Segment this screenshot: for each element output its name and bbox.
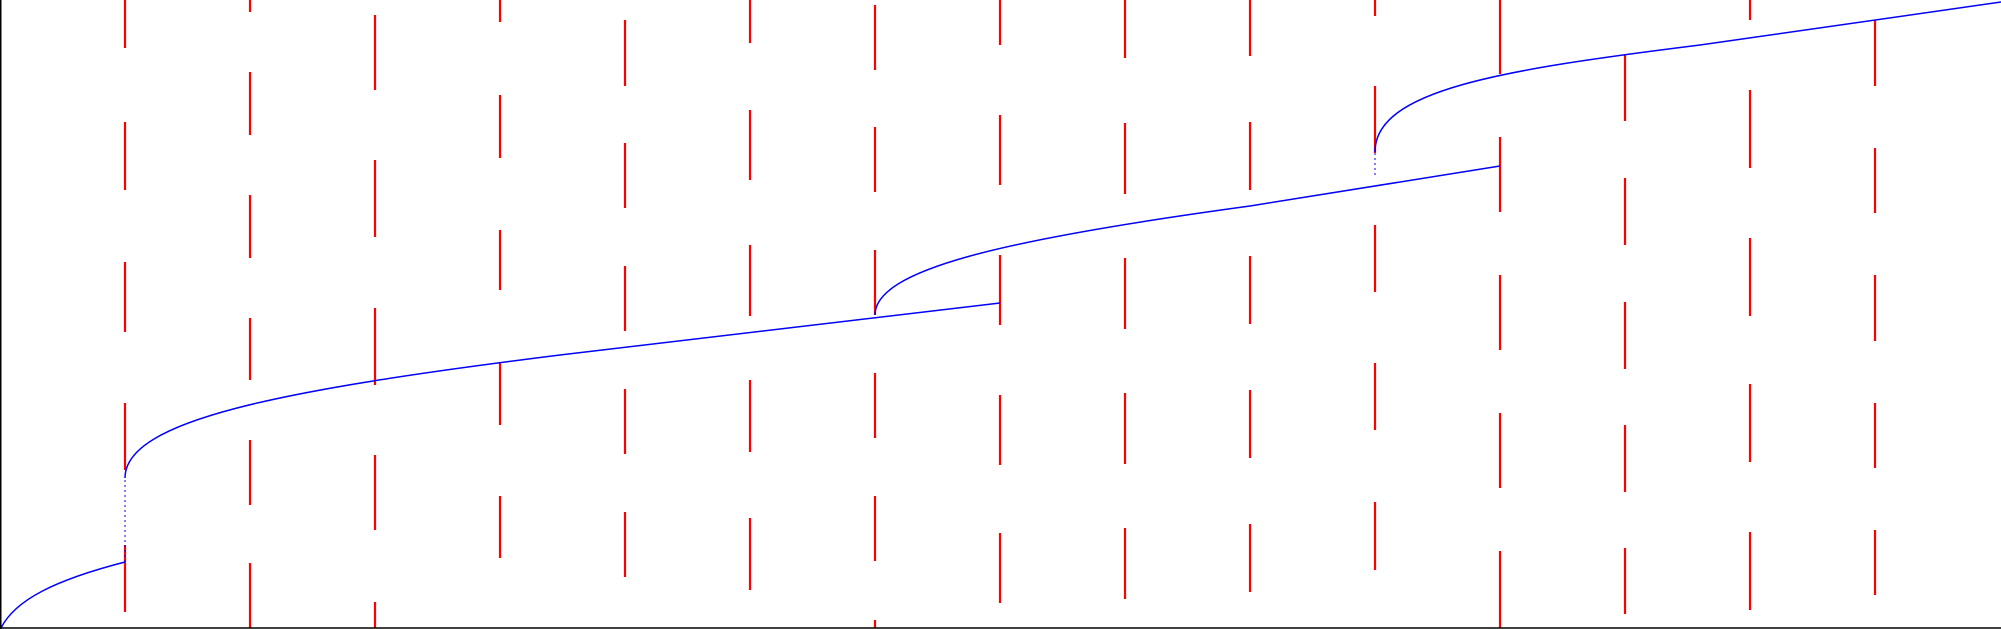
curve-branch-4 [1374,1,2001,153]
curve-branch-2 [124,302,1001,479]
curve-branch-3 [874,165,1501,316]
curve-branch-1 [0,561,126,629]
red-segments-layer [123,0,1877,628]
